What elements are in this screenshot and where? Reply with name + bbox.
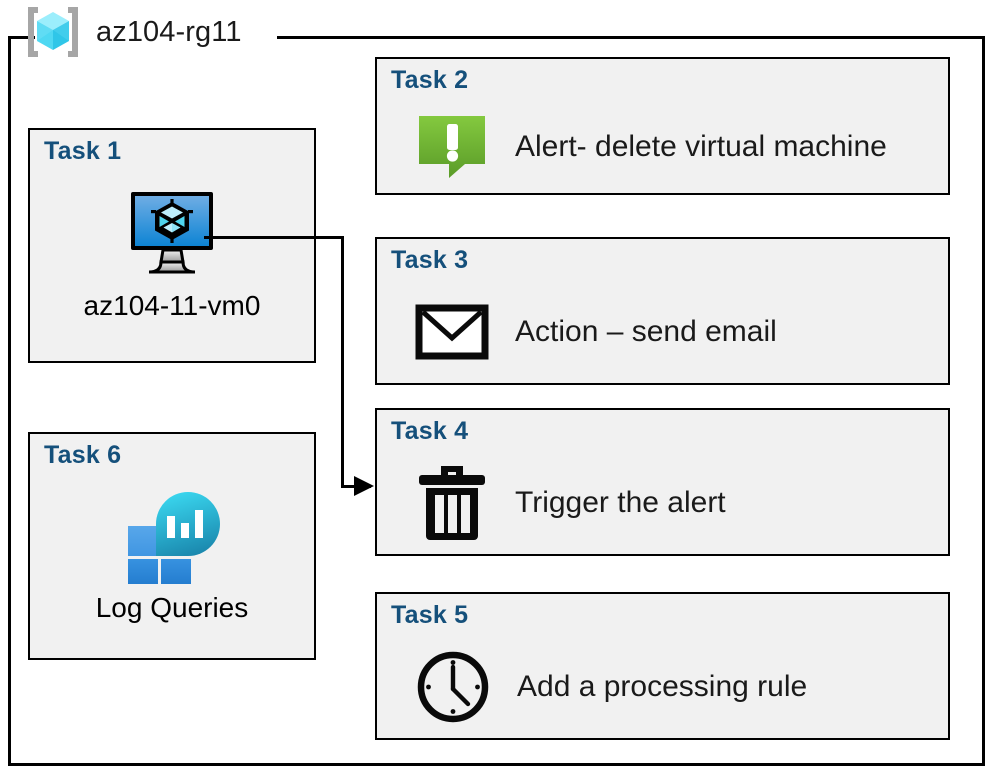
connector-arrowhead-icon xyxy=(354,476,374,496)
clock-icon xyxy=(415,649,491,725)
task-4-label: Trigger the alert xyxy=(515,486,726,519)
envelope-icon xyxy=(415,302,489,362)
connector-segment-vertical xyxy=(341,236,344,488)
task-card-4[interactable]: Task 4 Trigger the alert xyxy=(375,408,950,556)
virtual-machine-monitor-icon xyxy=(30,188,314,280)
trash-can-icon xyxy=(415,462,489,544)
rg-border-top-right xyxy=(277,36,985,39)
rg-border-left xyxy=(8,36,11,766)
rg-border-right xyxy=(982,36,985,766)
task-3-label: Action – send email xyxy=(515,315,777,348)
task-3-title: Task 3 xyxy=(391,246,469,274)
alert-exclamation-bubble-icon xyxy=(415,110,489,184)
task-1-label: az104-11-vm0 xyxy=(83,290,261,321)
task-6-title: Task 6 xyxy=(44,441,122,469)
log-analytics-icon xyxy=(30,486,314,584)
task-2-label: Alert- delete virtual machine xyxy=(515,130,887,163)
resource-group-cube-icon xyxy=(22,4,84,60)
task-5-label: Add a processing rule xyxy=(517,670,808,703)
task-2-title: Task 2 xyxy=(391,66,469,94)
task-4-title: Task 4 xyxy=(391,417,469,445)
rg-border-top-left xyxy=(8,36,35,39)
resource-group-container xyxy=(8,36,985,766)
task-5-title: Task 5 xyxy=(391,601,469,629)
task-1-title: Task 1 xyxy=(44,137,122,165)
resource-group-name: az104-rg11 xyxy=(96,15,242,48)
task-card-1[interactable]: Task 1 xyxy=(28,128,316,363)
task-card-2[interactable]: Task 2 Alert- delete virtual machine xyxy=(375,57,950,195)
rg-border-bottom xyxy=(8,763,985,766)
task-card-5[interactable]: Task 5 Add a processing rule xyxy=(375,592,950,740)
task-card-3[interactable]: Task 3 Action – send email xyxy=(375,237,950,385)
resource-group-header: az104-rg11 xyxy=(22,4,242,60)
connector-segment-horizontal-top xyxy=(204,236,344,239)
task-card-6[interactable]: Task 6 xyxy=(28,432,316,660)
task-6-label: Log Queries xyxy=(95,592,249,623)
